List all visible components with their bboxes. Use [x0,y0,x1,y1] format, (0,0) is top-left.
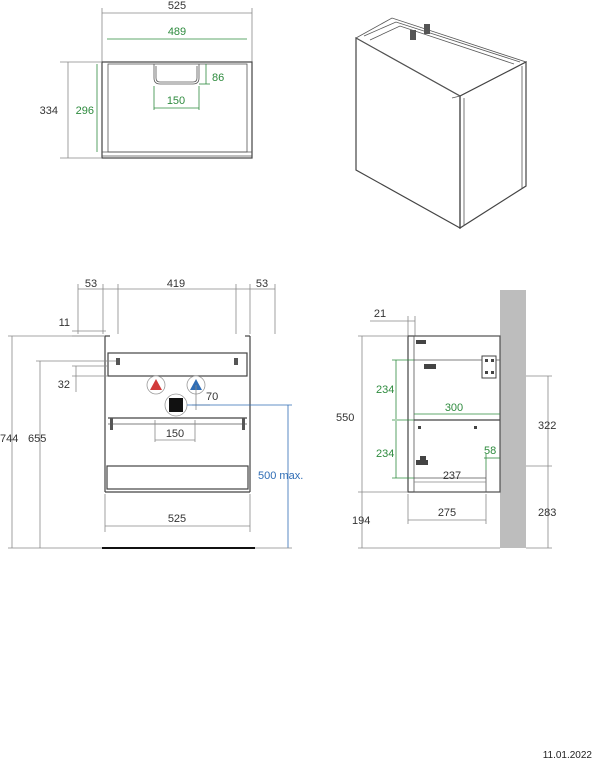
bracket-hole-3 [485,371,488,374]
shelf-peg-left [110,418,113,430]
front-drain-height: 500 max. [258,470,303,482]
front-side-left: 53 [85,278,97,290]
hinge-upper [424,364,436,369]
cold-water-triangle [190,379,202,390]
bracket-hole-4 [491,371,494,374]
peg-2 [474,426,477,429]
side-base-237: 237 [443,470,461,482]
drain-square [169,398,183,412]
top-view: 525 489 334 296 86 150 [40,0,253,159]
bracket-right [424,24,430,34]
side-back-offset: 21 [374,308,386,320]
front-rail-offset: 32 [58,379,70,391]
front-view: 53 419 53 11 70 [0,278,303,549]
front-side-right: 53 [256,278,268,290]
wall [500,290,526,548]
hot-water-triangle [150,379,162,390]
top-depth-overall: 334 [40,105,58,117]
rail-hole-left [116,358,120,365]
side-height-550: 550 [336,412,354,424]
hinge-top [416,340,426,344]
side-wall-lower: 283 [538,507,556,519]
front-height-total: 744 [0,433,18,445]
front-width-bottom: 525 [168,513,186,525]
top-width-inner: 489 [168,26,186,38]
side-floor-height: 194 [352,515,370,527]
top-depth-inner: 296 [76,105,94,117]
peg-1 [418,426,421,429]
side-lower-inner: 234 [376,448,394,460]
top-width-overall: 525 [168,0,186,12]
isometric-view [355,17,528,230]
front-drain-offset: 70 [206,391,218,403]
bracket-left [410,30,416,40]
side-upper-inner: 234 [376,384,394,396]
front-top-offset: 11 [59,317,70,329]
front-height-655: 655 [28,433,46,445]
shelf-peg-right [242,418,245,430]
side-wall-upper: 322 [538,420,556,432]
front-opening: 419 [167,278,185,290]
top-cutout-depth: 86 [212,72,224,84]
bracket-hole-1 [485,359,488,362]
side-shelf-depth: 300 [445,402,463,414]
hinge-lower-2 [420,456,426,464]
bracket-hole-2 [491,359,494,362]
side-view: 21 550 234 234 300 [336,290,556,549]
drawing-date: 11.01.2022 [542,750,592,761]
side-base-275: 275 [438,507,456,519]
rail-hole-right [234,358,238,365]
side-cutout-58: 58 [484,445,496,457]
top-cutout-width: 150 [167,95,185,107]
front-drain-width: 150 [166,428,184,440]
